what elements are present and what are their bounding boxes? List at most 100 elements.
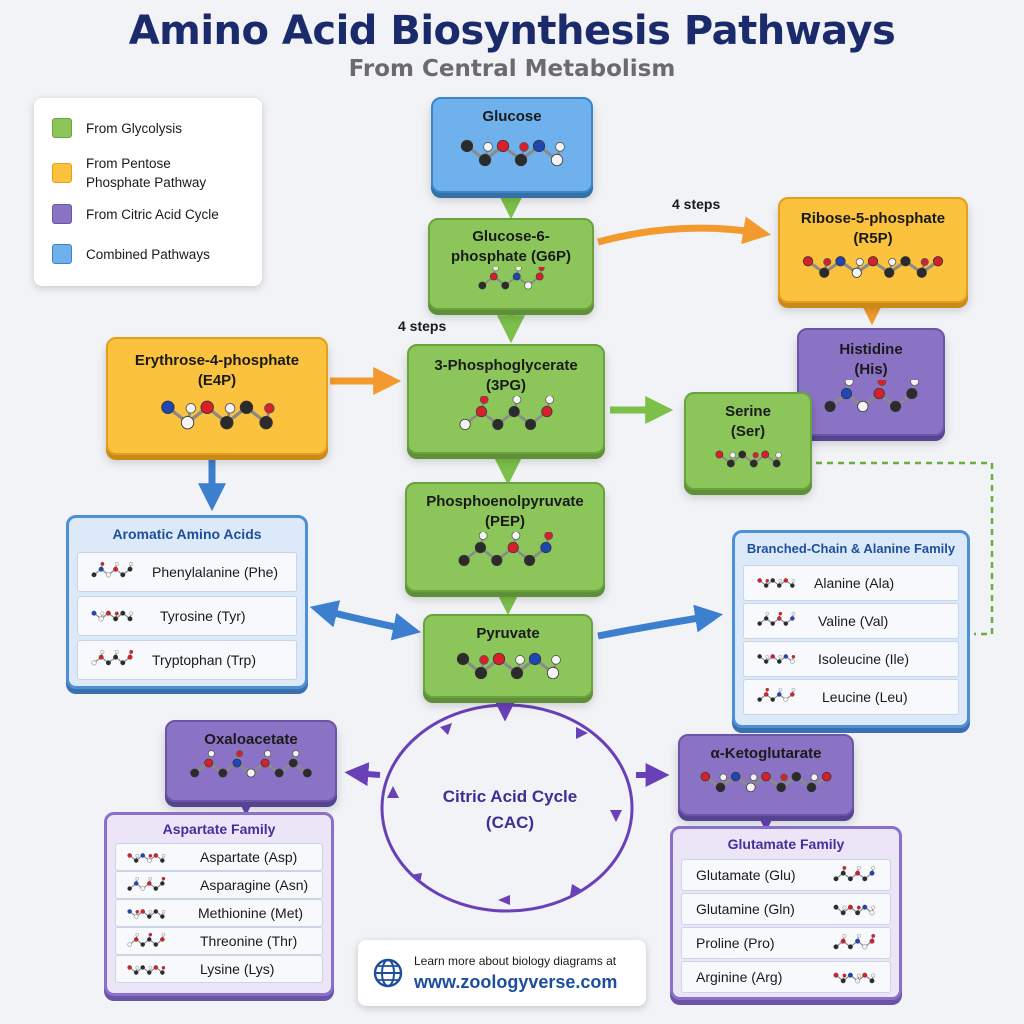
atom — [512, 272, 521, 281]
atom — [777, 692, 782, 697]
atom — [127, 566, 133, 572]
list-item-label: Methionine (Met) — [198, 905, 304, 921]
atom — [873, 388, 885, 400]
list-item: Proline (Pro) — [681, 927, 891, 959]
node-label: (3PG) — [485, 377, 526, 394]
atom — [869, 910, 875, 916]
molecule-icon — [715, 450, 782, 468]
atom — [856, 865, 861, 870]
atom — [770, 654, 775, 659]
atom — [140, 909, 145, 914]
atom — [783, 578, 789, 583]
atom — [757, 654, 762, 659]
atom — [160, 970, 165, 975]
atom — [777, 616, 782, 621]
atom — [540, 542, 552, 554]
molecule-icon — [456, 652, 561, 680]
node-label: phosphate (G6P) — [450, 248, 571, 265]
node-glucose: Glucose — [431, 97, 593, 193]
list-item: Lysine (Lys) — [115, 955, 323, 983]
list-item-label: Proline (Pro) — [696, 935, 775, 951]
atom — [105, 660, 111, 666]
atom — [524, 418, 537, 430]
list-item: Glutamine (Gln) — [681, 893, 891, 925]
atom — [871, 973, 876, 978]
atom — [129, 561, 134, 566]
panel-aromatic: Aromatic Amino Acids Phenylalanine (Phe)… — [66, 515, 308, 689]
atom — [770, 578, 775, 583]
footer-url-link[interactable]: www.zoologyverse.com — [414, 972, 618, 992]
list-item-label: Arginine (Arg) — [696, 969, 783, 985]
list-item-label: Phenylalanine (Phe) — [152, 564, 279, 580]
atom — [791, 687, 796, 692]
atom — [746, 782, 756, 793]
node-label: (Ser) — [730, 423, 766, 440]
atom — [475, 406, 488, 418]
atom — [791, 579, 796, 583]
citric-acid-cycle-ring — [380, 703, 634, 913]
atom — [783, 654, 789, 659]
atom — [700, 771, 711, 782]
molecule-icon — [757, 578, 796, 588]
atom — [877, 377, 887, 386]
atom — [478, 281, 487, 290]
atom — [127, 616, 133, 622]
node-label: Oxaloacetate — [204, 731, 298, 748]
panel-title: Branched-Chain & Alanine Family — [746, 541, 956, 556]
molecule-icon — [190, 750, 312, 778]
atom — [847, 944, 853, 950]
page-subtitle: From Central Metabolism — [348, 56, 676, 82]
atom — [479, 395, 489, 404]
panel-glutamate: Glutamate Family Glutamate (Glu) Glutami… — [670, 826, 902, 1000]
list-item: Asparagine (Asn) — [115, 871, 323, 899]
atom — [288, 758, 298, 768]
atom — [161, 400, 175, 414]
atom — [239, 400, 254, 414]
atom — [91, 572, 97, 578]
atom — [100, 649, 105, 654]
node-label: 3-Phosphoglycerate — [434, 357, 578, 374]
legend-item-pentose: From Pentose Phosphate Pathway — [52, 154, 206, 192]
molecule-icon — [127, 965, 166, 975]
atom — [113, 654, 119, 660]
atom — [460, 139, 474, 153]
list-item: Tryptophan (Trp) — [77, 640, 297, 680]
node-pep: Phosphoenolpyruvate (PEP) — [405, 482, 605, 592]
footer-link-card[interactable]: Learn more about biology diagrams at www… — [358, 940, 646, 1006]
atom — [133, 970, 139, 975]
atom — [790, 692, 795, 697]
molecule-icon — [161, 400, 275, 430]
legend-item-combined: Combined Pathways — [52, 244, 210, 264]
atom — [842, 905, 847, 910]
atom — [765, 655, 770, 659]
node-pyruvate: Pyruvate — [423, 614, 593, 698]
atom — [204, 758, 214, 768]
list-item-label: Valine (Val) — [818, 613, 889, 629]
atom — [160, 858, 165, 863]
legend-swatch-purple — [52, 204, 72, 224]
atom — [888, 257, 897, 266]
atom — [790, 583, 795, 588]
atom — [855, 257, 864, 266]
molecule-icon — [127, 909, 166, 919]
atom — [133, 858, 139, 863]
atom — [114, 561, 119, 566]
atom — [871, 933, 876, 938]
atom — [532, 139, 546, 153]
atom — [790, 659, 795, 664]
atom — [135, 854, 140, 858]
panel-aspartate: Aspartate Family Aspartate (Asp) Asparag… — [104, 812, 334, 996]
atom — [778, 687, 783, 692]
atom — [765, 611, 770, 616]
atom — [100, 561, 105, 566]
atom — [545, 395, 554, 404]
atom — [783, 621, 789, 626]
atom — [757, 621, 762, 626]
atom — [274, 768, 284, 778]
atom — [810, 773, 819, 782]
atom — [120, 572, 126, 578]
atom — [496, 139, 510, 153]
atom — [840, 870, 846, 876]
atom — [775, 452, 782, 459]
